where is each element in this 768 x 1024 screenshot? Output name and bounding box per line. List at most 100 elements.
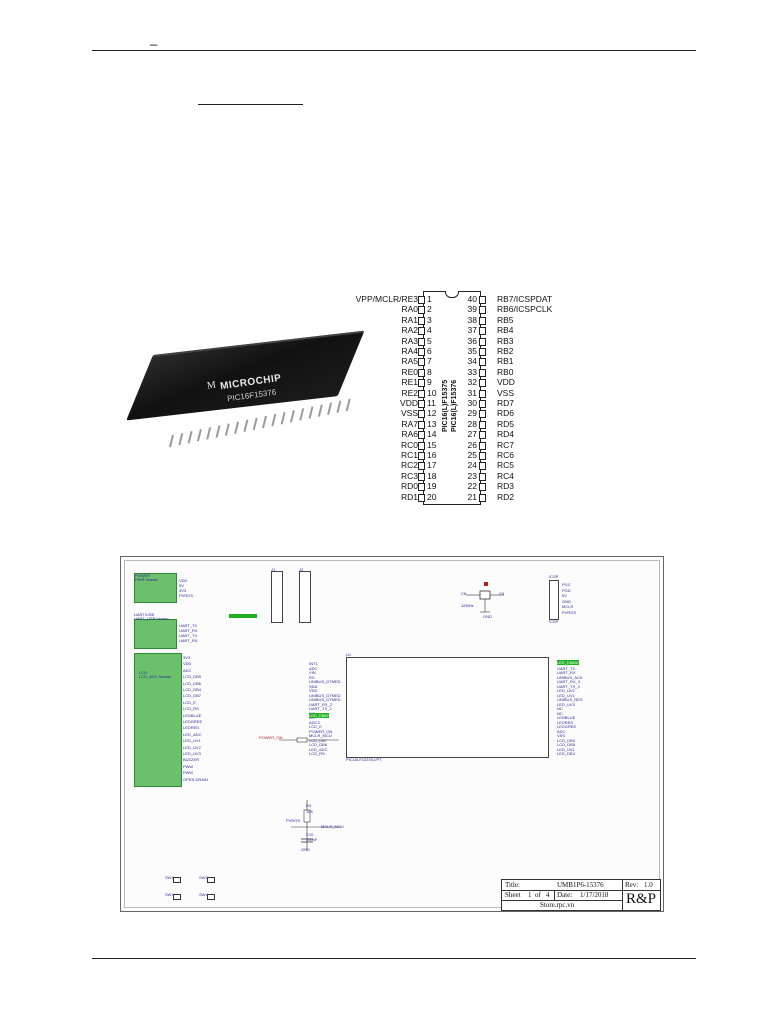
pin-left-terminal [418, 441, 425, 450]
pinout-package [423, 291, 481, 505]
tb-store: Store.rpc.vn [540, 901, 575, 909]
pin-left-number: 3 [427, 314, 432, 325]
tb-line-1 [502, 890, 622, 891]
pin-left-terminal [418, 400, 425, 408]
chip-pin-leg [317, 404, 323, 417]
crystal-circuit-graphic [466, 582, 504, 613]
mcu-left-net: SDA [309, 683, 318, 689]
pin-right-terminal [479, 337, 486, 346]
lcd-net-label: 3V3 [183, 655, 191, 660]
pin-right-number: 37 [467, 325, 477, 336]
lcd-net-label: OPEN DRAIN [183, 776, 208, 782]
pin-right-name: RB1 [497, 356, 514, 367]
pin-right-name: RB4 [497, 325, 514, 336]
tb-sheet-label: Sheet [505, 891, 521, 899]
tb-rev-value: 1.0 [644, 881, 653, 889]
header-rule [92, 50, 696, 51]
icsp-net-label: GND [562, 598, 571, 604]
pin-right-name: VDD [497, 377, 515, 388]
mcu-left-net: VIN [309, 670, 316, 675]
pin-left-number: 18 [427, 470, 437, 481]
pin-right-name: RC4 [497, 470, 515, 481]
pin-left-terminal [418, 462, 425, 471]
pin-right-name: RB7/ICSPDAT [497, 294, 553, 304]
title-block: Title: UMB1P6-15376 Rev: 1.0 Sheet 1 of … [501, 879, 661, 911]
pin-left-terminal [418, 368, 425, 377]
icsp-title-bottom: ICSP [549, 619, 559, 624]
lcd-net-label: VDD [183, 661, 192, 667]
mcu-right-net: UART_RX_3 [557, 679, 581, 684]
pin-right-name: RD5 [497, 418, 515, 429]
power-sub: PWR header [135, 577, 158, 582]
connector-highlight [229, 614, 257, 618]
pin-left-name: VSS [400, 408, 418, 419]
pin-left-name: RA4 [401, 346, 418, 356]
pin-right-terminal [479, 483, 486, 492]
pin-left-number: 5 [427, 335, 432, 346]
pin-right-number: 32 [467, 377, 477, 388]
pin-left-name: VPP/MCLR/RE3 [355, 294, 418, 304]
mcu-ref: U1 [346, 652, 352, 657]
power-net-label: VDD [179, 578, 188, 583]
icsp-net-label: 5V [562, 593, 567, 598]
pin-right-terminal [479, 431, 486, 440]
mcu-right-net: LCD_DB5 [557, 742, 576, 747]
mcu-left-net: UNIBUS_DTMED [309, 679, 341, 684]
mcu-left-net: POWER_ON [309, 728, 333, 734]
uart-net-label: UART_RX [179, 628, 198, 633]
lcd-net-label: LCD_RS [183, 706, 199, 712]
connector-j1-label: J1 [271, 567, 276, 572]
pin-left-terminal [418, 452, 425, 460]
pin-right-terminal [479, 358, 486, 367]
microchip-logo-icon: M [206, 379, 217, 392]
pin-right-number: 30 [467, 398, 477, 408]
pin-right-number: 29 [467, 408, 477, 419]
tb-sheet-value: 1 [528, 891, 532, 899]
uart-sub: UART_USB header [134, 616, 169, 621]
mcu-left-net: RX [309, 674, 315, 680]
pin-right-name: RB6/ICSPCLK [497, 304, 553, 315]
tb-line-4 [622, 890, 660, 891]
mcu-right-net: UART_RX [557, 670, 576, 675]
mcu-left-net: UART_RX_2 [309, 701, 333, 707]
pin-right-name: RD6 [497, 408, 515, 419]
pin-left-terminal [418, 348, 425, 356]
pin-left-number: 20 [427, 491, 437, 502]
pin-left-name: RC2 [400, 460, 418, 471]
mcu-left-net: ADC3 [309, 719, 320, 725]
pin-right-terminal [479, 462, 486, 471]
mcu-right-net: UART_TX_3 [557, 683, 580, 689]
lcd-connector-block [134, 653, 182, 787]
icsp-net-label: PGC [562, 582, 571, 587]
pin-right-name: RC7 [497, 439, 515, 450]
lcd-net-label: LEDBLUE [183, 712, 202, 718]
uart-title: UART/USB [134, 612, 155, 617]
mcu-right-net: LED_DB4 [557, 751, 575, 756]
connector-j1 [271, 571, 283, 623]
lcd-net-label: LCD_DB7 [183, 693, 202, 699]
pin-right-number: 26 [467, 439, 477, 450]
tb-rev-label: Rev: [625, 881, 639, 889]
pin-left-number: 8 [427, 366, 432, 377]
reset-net-label: MCLR_MCU [321, 824, 344, 829]
mcu-left-net: MCLR_MCU [309, 733, 332, 738]
mcu-left-net: VDD [309, 688, 318, 693]
mcu-right-net: UART_TX [557, 665, 576, 671]
pin-left-number: 12 [427, 408, 437, 419]
uart-net-label: UART_TX [179, 623, 198, 628]
chip-pin-leg [187, 430, 193, 444]
lcd-net-label: LCD_DB6 [183, 680, 202, 686]
lcd-net-label: LEDRED [183, 725, 200, 731]
pin-right-number: 27 [467, 429, 477, 440]
pin-left-number: 2 [427, 304, 432, 315]
button-ref-label: SW3 [165, 892, 174, 897]
mcu-left-net: LED_ADC [309, 746, 328, 752]
button-ref-label: SW4 [199, 892, 208, 897]
pin-left-number: 4 [427, 325, 432, 336]
mcu-right-net: VSS [557, 733, 566, 738]
pin-right-terminal [479, 368, 486, 377]
lcd-net-label: LCD_DB5 [183, 674, 202, 680]
pin-left-number: 7 [427, 356, 432, 367]
lcd-net-label: LCD_E [183, 699, 196, 705]
chip-pin-leg [308, 406, 314, 419]
